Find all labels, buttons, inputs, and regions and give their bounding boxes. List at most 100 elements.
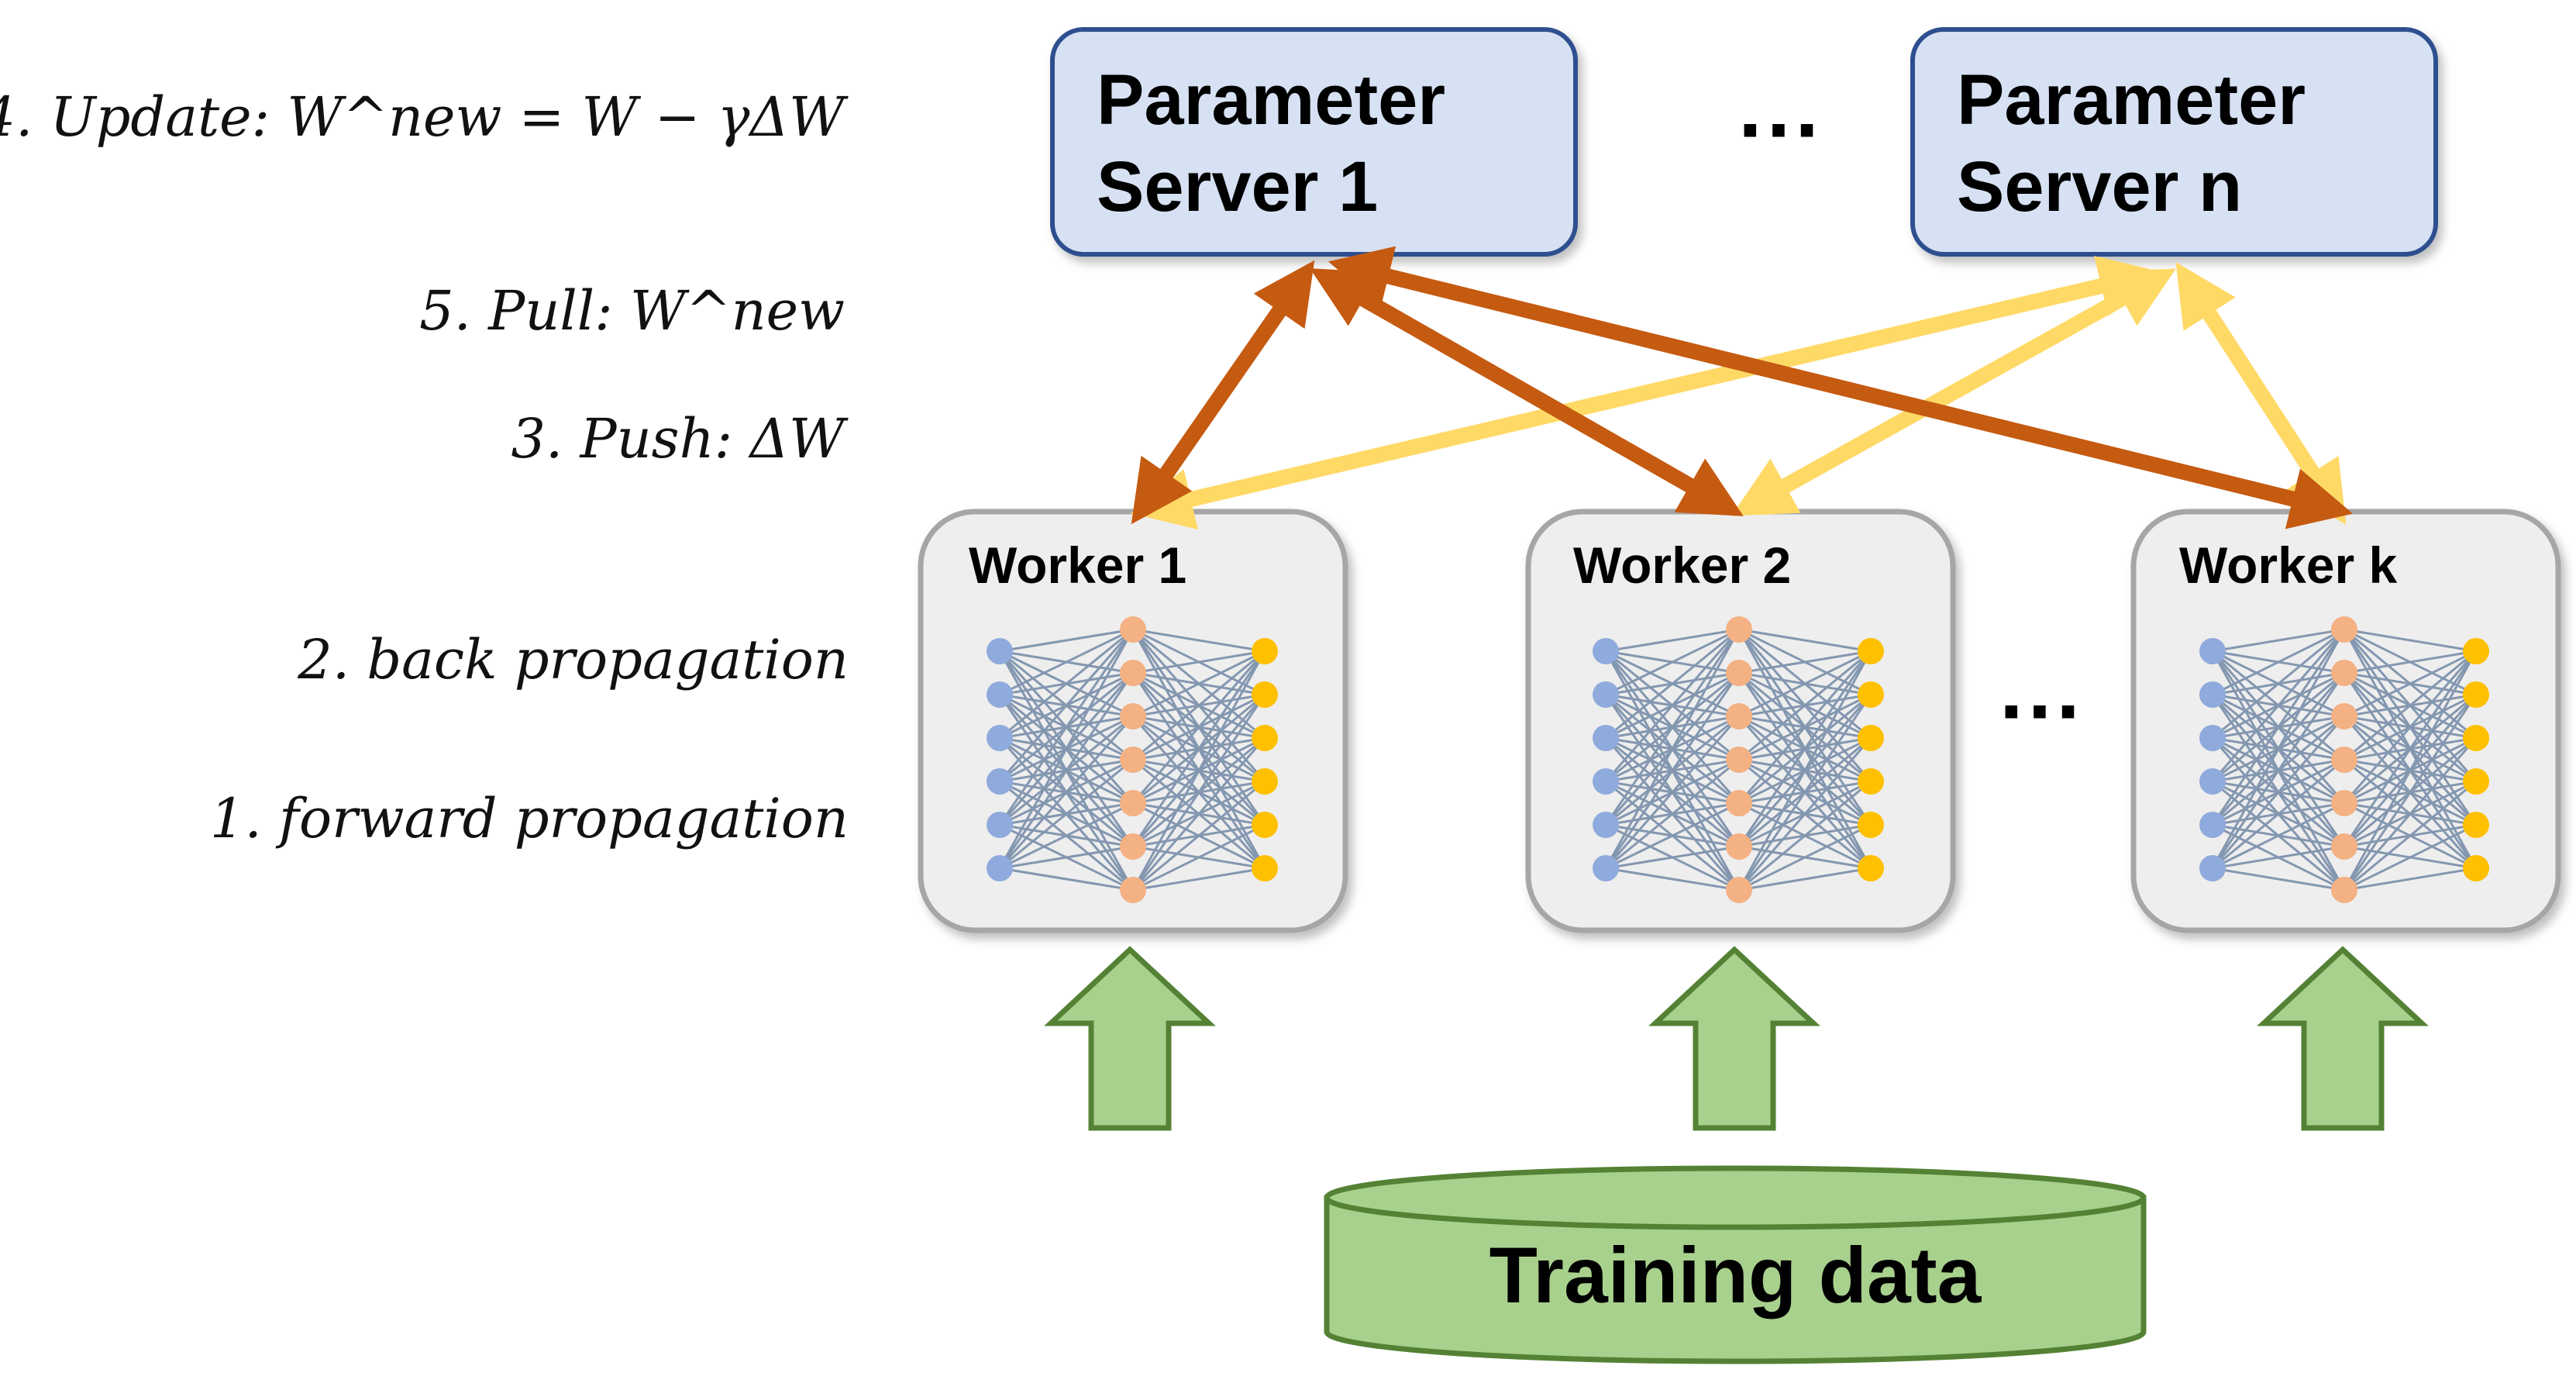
- network-node: [2331, 660, 2357, 686]
- worker-1: Worker 1: [918, 509, 1348, 933]
- network-node: [1252, 681, 1278, 708]
- network-edge: [999, 802, 1134, 870]
- network-edge: [2212, 758, 2345, 870]
- network-edge: [999, 845, 1134, 870]
- step-update-label: 4. Update: W^new = W − γΔW: [0, 85, 849, 149]
- network-node: [1120, 747, 1146, 773]
- database-top: [1324, 1165, 2147, 1230]
- worker-1-label: Worker 1: [969, 536, 1186, 594]
- step-forward-propagation-label: 1. forward propagation: [210, 787, 849, 850]
- step-back-propagation-label: 2. back propagation: [297, 628, 849, 692]
- step-labels: 4. Update: W^new = W − γΔW 5. Pull: W^ne…: [0, 85, 849, 850]
- up-arrow-icon: [1044, 946, 1216, 1131]
- network-node: [2463, 855, 2489, 881]
- network-edge: [1132, 628, 1266, 653]
- network-edge: [2212, 845, 2345, 870]
- network-edge: [1604, 672, 1741, 869]
- worker-ellipsis: ···: [1999, 664, 2085, 759]
- worker-2: Worker 2: [1525, 509, 1956, 933]
- network-node: [2199, 812, 2226, 838]
- network-edge: [999, 628, 1134, 740]
- server-n-line1: Parameter: [1957, 60, 2306, 140]
- network-node: [2331, 877, 2357, 903]
- worker-k-label: Worker k: [2179, 536, 2398, 594]
- network-edge: [2212, 802, 2345, 870]
- network-node: [2199, 855, 2226, 881]
- network-node: [987, 638, 1013, 664]
- neural-network-icon: [987, 616, 1278, 903]
- network-edge: [1131, 694, 1266, 891]
- network-edge: [1132, 780, 1266, 892]
- neural-network-icon: [1593, 616, 1884, 903]
- network-edge: [998, 629, 1135, 782]
- push-pull-arrows-server-n: [1130, 256, 2347, 529]
- step-push-label: 3. Push: ΔW: [511, 407, 849, 471]
- network-node: [1252, 812, 1278, 838]
- network-node: [1593, 638, 1619, 664]
- network-edge: [2212, 628, 2345, 696]
- network-node: [1593, 855, 1619, 881]
- network-node: [2331, 616, 2357, 643]
- network-edge: [1131, 650, 1266, 891]
- network-edge: [1738, 780, 1872, 892]
- network-node: [987, 725, 1013, 751]
- network-edge: [2212, 628, 2345, 740]
- network-node: [2331, 790, 2357, 816]
- network-edge: [1132, 650, 1266, 761]
- parameter-server-n: Parameter Server n: [1910, 27, 2438, 257]
- network-edge: [1737, 737, 1872, 891]
- network-node: [1593, 812, 1619, 838]
- network-edge: [1604, 629, 1741, 826]
- network-node: [1726, 747, 1752, 773]
- network-node: [2331, 833, 2357, 860]
- network-edge: [2343, 650, 2478, 804]
- network-edge: [1738, 628, 1872, 653]
- network-node: [1858, 768, 1884, 795]
- network-node: [1593, 725, 1619, 751]
- network-node: [987, 855, 1013, 881]
- network-edge: [1131, 650, 1266, 847]
- network-edge: [2211, 629, 2346, 782]
- network-node: [1252, 638, 1278, 664]
- network-node: [987, 681, 1013, 708]
- network-edge: [2212, 628, 2345, 653]
- network-edge: [998, 629, 1135, 869]
- network-node: [1120, 703, 1146, 729]
- network-edge: [2343, 650, 2478, 847]
- network-edge: [1131, 737, 1266, 891]
- worker-2-label: Worker 2: [1573, 536, 1791, 594]
- network-node: [1252, 725, 1278, 751]
- network-node: [1120, 660, 1146, 686]
- network-edge: [2344, 823, 2477, 892]
- network-edge: [1605, 628, 1740, 740]
- network-node: [2463, 681, 2489, 708]
- network-edge: [2343, 737, 2478, 891]
- network-edge: [999, 758, 1134, 870]
- arrow-server-1-worker-k: [1328, 246, 2354, 529]
- network-edge: [1737, 650, 1872, 847]
- network-edge: [1738, 823, 1872, 892]
- network-node: [1593, 768, 1619, 795]
- network-node: [1120, 877, 1146, 903]
- network-edge: [2211, 716, 2346, 869]
- network-edge: [1738, 650, 1872, 718]
- network-node: [2331, 703, 2357, 729]
- network-node: [2331, 747, 2357, 773]
- training-data-database: Training data: [1324, 1165, 2147, 1364]
- network-edge: [1132, 650, 1266, 674]
- arrow-server-1-worker-1: [1131, 260, 1315, 525]
- network-node: [1252, 768, 1278, 795]
- network-edge: [1131, 650, 1266, 804]
- network-edge: [999, 628, 1134, 653]
- network-edge: [2343, 650, 2478, 891]
- network-node: [2463, 768, 2489, 795]
- network-edge: [2344, 780, 2477, 892]
- push-pull-arrows-server-1: [1131, 246, 2354, 529]
- network-edge: [1737, 650, 1872, 804]
- server-n-line2: Server n: [1957, 147, 2242, 226]
- network-node: [2199, 725, 2226, 751]
- network-edge: [1132, 867, 1266, 892]
- network-edge: [1604, 629, 1741, 869]
- network-edge: [999, 628, 1134, 696]
